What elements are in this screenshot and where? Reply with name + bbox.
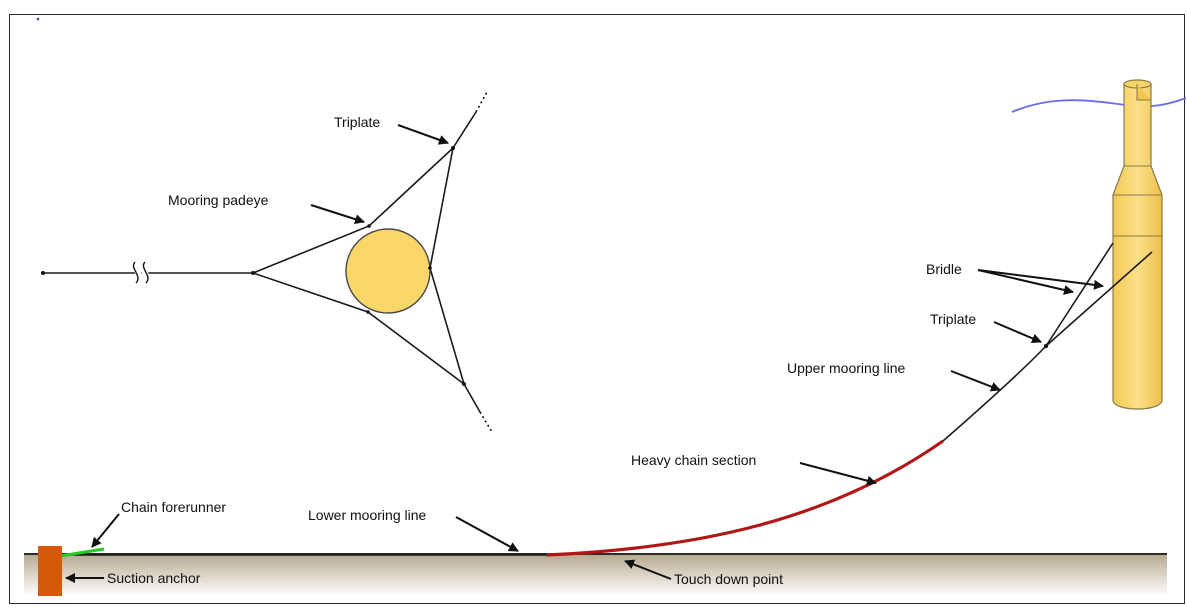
plan-triplate-bottom — [462, 382, 466, 386]
label-mooring-padeye: Mooring padeye — [168, 192, 269, 208]
plan-line-end — [41, 271, 45, 275]
chain-forerunner — [59, 547, 105, 558]
diagram-frame — [9, 14, 1185, 604]
water-surface — [1011, 97, 1187, 113]
label-bridle: Bridle — [926, 261, 962, 277]
arrow-bridle-1 — [977, 269, 1074, 295]
arrow-heavy-chain-section — [799, 462, 877, 486]
arrow-touch-down-point — [624, 559, 672, 580]
plan-line-lower-dots — [479, 411, 493, 433]
suction-anchor — [38, 546, 62, 596]
plan-triplate-top — [451, 146, 455, 150]
label-touch-down-point: Touch down point — [674, 571, 783, 587]
arrow-chain-forerunner — [91, 513, 120, 548]
arrow-bridle-2 — [977, 269, 1104, 290]
arrow-triplate-right — [993, 321, 1042, 344]
plan-triplate-left — [251, 271, 255, 275]
arrow-triplate-top — [397, 124, 449, 145]
line-break-symbol — [132, 261, 149, 284]
heavy-chain-section — [546, 439, 944, 557]
arrow-upper-mooring-line — [950, 370, 1001, 392]
padeye-dot-2 — [428, 266, 432, 270]
label-heavy-chain-section: Heavy chain section — [631, 452, 756, 468]
arrow-mooring-padeye — [310, 204, 365, 225]
plan-view — [41, 91, 493, 433]
label-chain-forerunner: Chain forerunner — [121, 499, 226, 515]
bridle-line-1 — [1045, 242, 1114, 347]
label-triplate-right: Triplate — [930, 311, 976, 327]
padeye-dot-1 — [367, 224, 371, 228]
arrow-lower-mooring-line — [455, 516, 519, 552]
bridle-line-2 — [1045, 251, 1153, 347]
label-suction-anchor: Suction anchor — [107, 570, 201, 586]
upper-mooring-line — [942, 345, 1047, 442]
padeye-dot-3 — [366, 310, 370, 314]
plan-line-upper — [452, 111, 477, 149]
triplate-node — [1043, 343, 1049, 349]
label-triplate-top: Triplate — [334, 114, 380, 130]
plan-line-lower — [463, 383, 481, 413]
spar-plan-circle — [345, 228, 431, 314]
label-lower-mooring-line: Lower mooring line — [308, 507, 426, 523]
line-break-mask — [132, 260, 150, 283]
seabed — [24, 553, 1167, 596]
corner-mark — [36, 17, 40, 21]
plan-line-upper-dots — [475, 91, 488, 113]
spar-buoy — [1112, 79, 1163, 410]
label-upper-mooring-line: Upper mooring line — [787, 360, 905, 376]
